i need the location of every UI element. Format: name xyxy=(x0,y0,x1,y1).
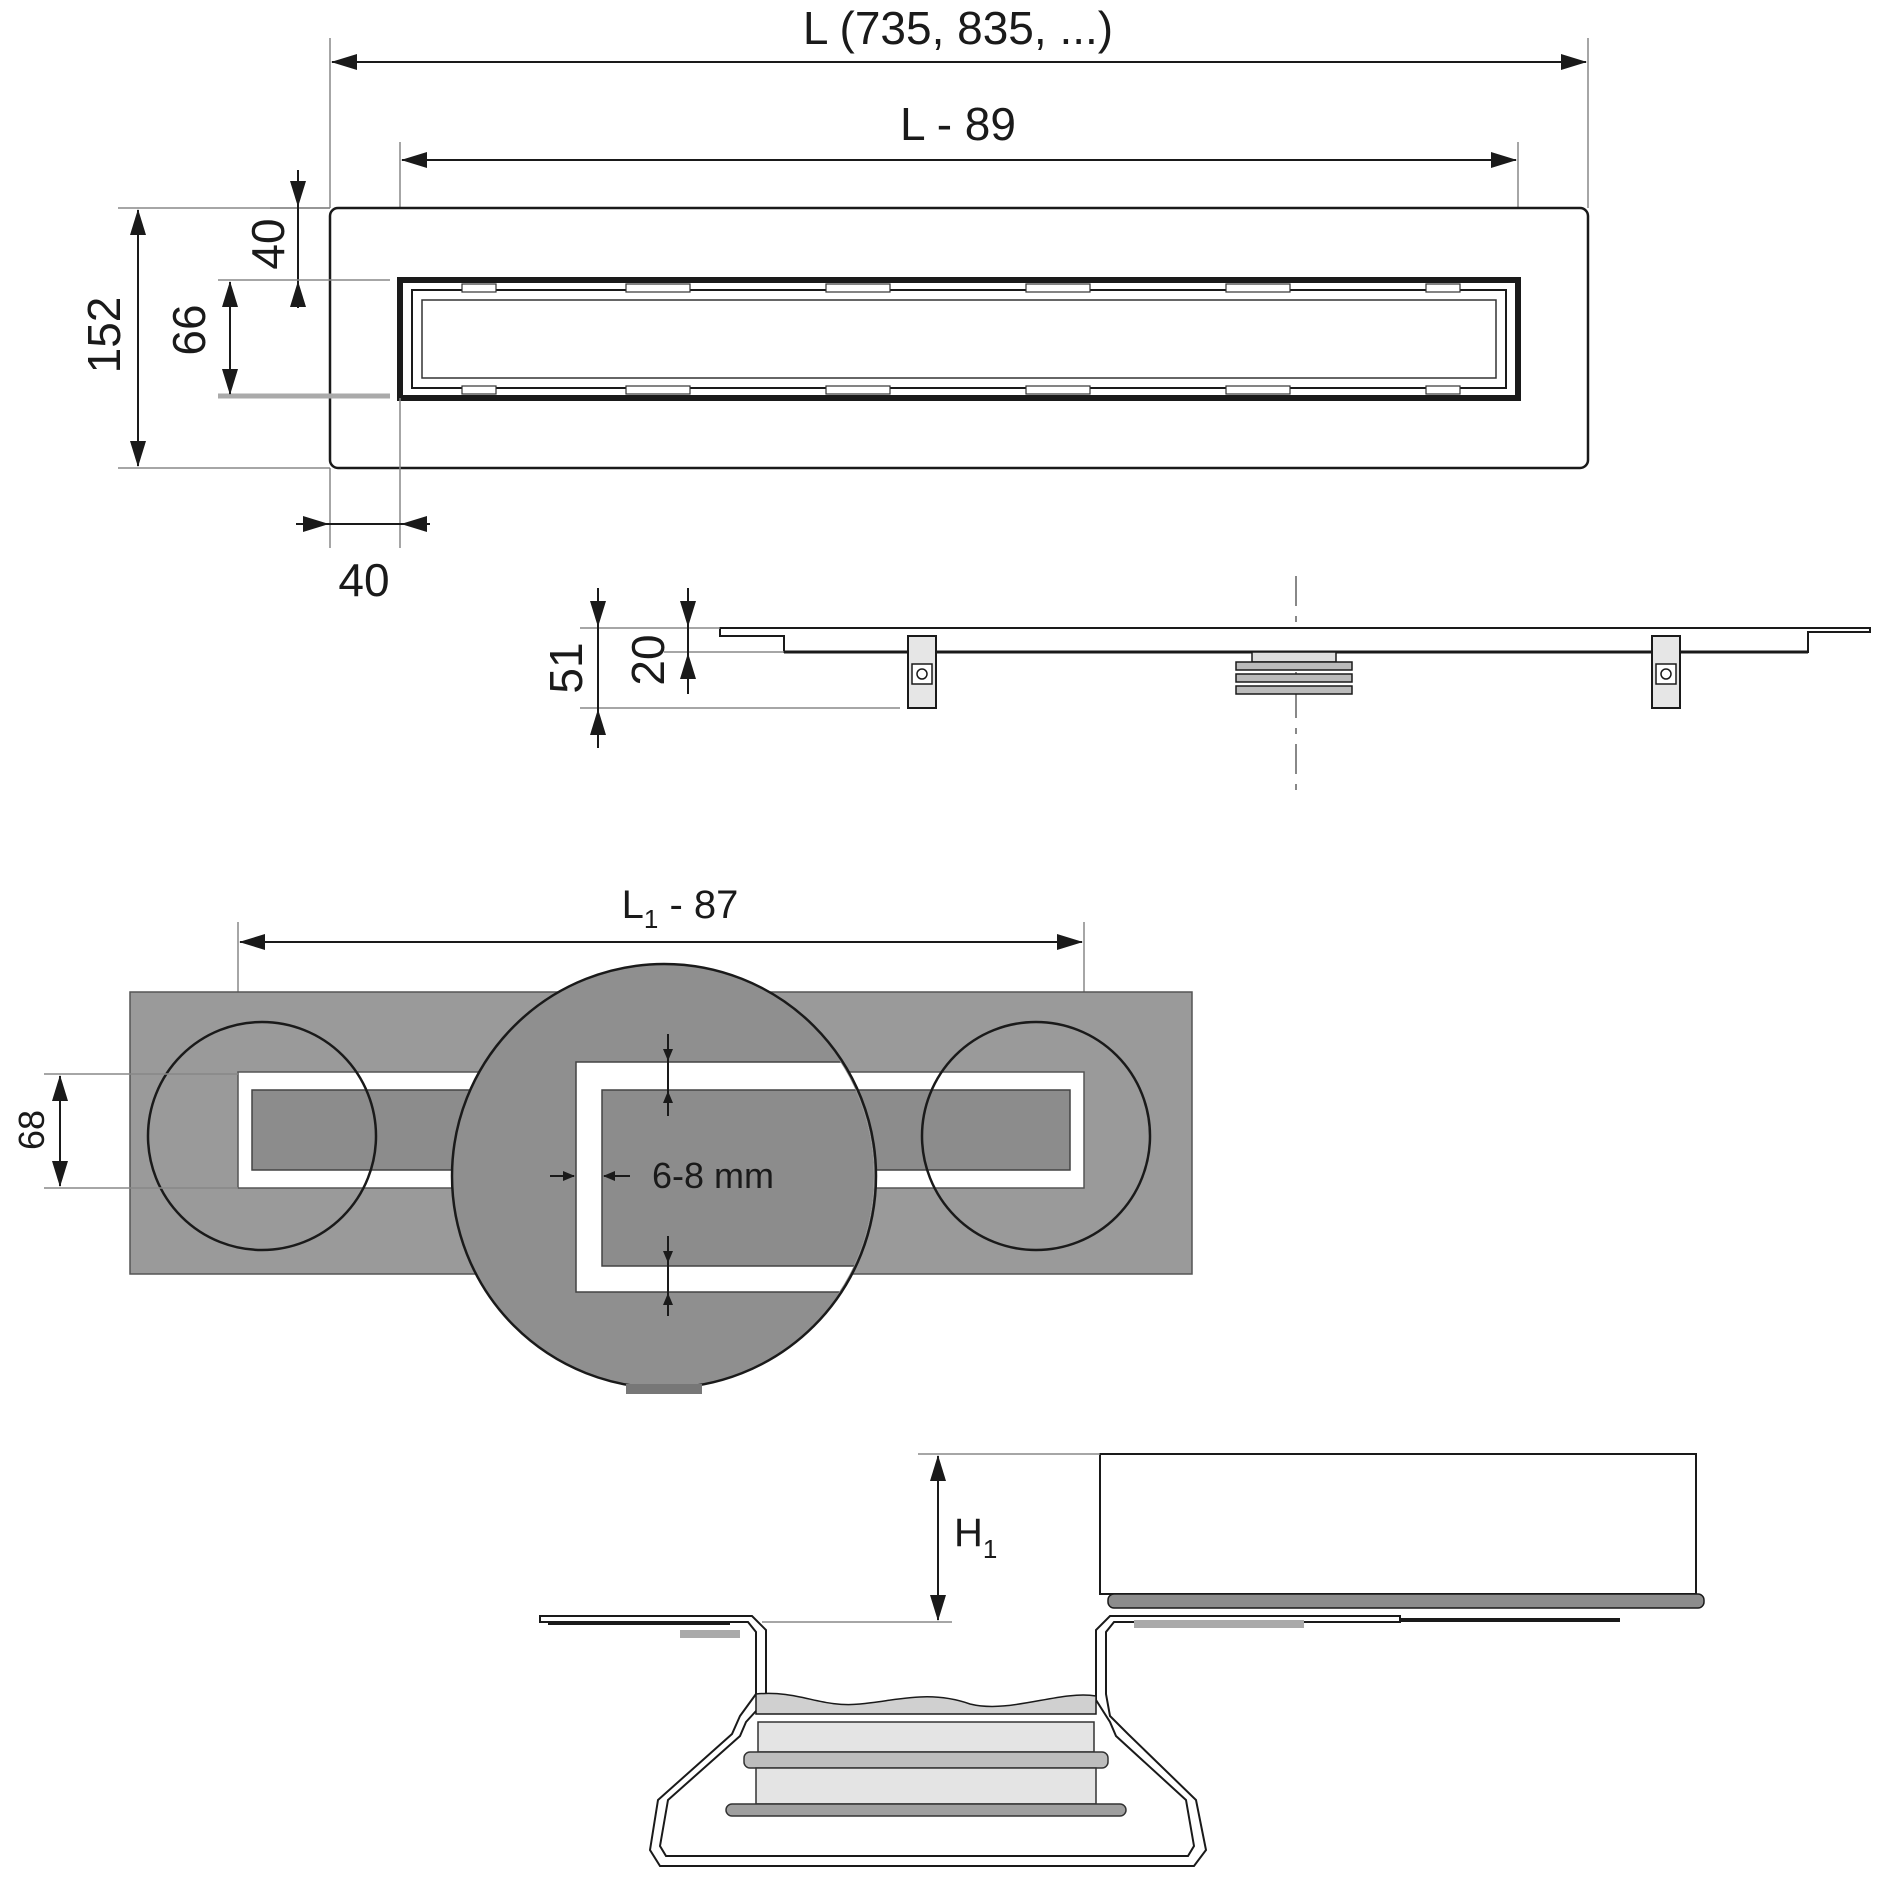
siphon-ring xyxy=(743,1751,1109,1769)
tile-adhesive-layer xyxy=(1107,1593,1705,1609)
grate-detail: L1 - 87 6-8 mm 68 xyxy=(11,883,1193,1394)
side-view: 51 20 xyxy=(540,576,1871,800)
drain-outlet xyxy=(1235,651,1353,695)
magnified-grate xyxy=(601,1089,874,1267)
side-offset-label: 40 xyxy=(338,554,389,606)
flange-left-shadow xyxy=(680,1630,740,1638)
drain-slot-inner-edge xyxy=(411,289,1507,389)
adjustable-leg-right xyxy=(1651,635,1681,709)
gap-label: 6-8 mm xyxy=(652,1155,774,1196)
siphon-base-ring xyxy=(725,1803,1127,1817)
inner-length-label: L - 89 xyxy=(900,98,1016,150)
flange-right-shadow xyxy=(1134,1620,1304,1628)
side-flange xyxy=(719,627,1871,653)
drain-channel-profile xyxy=(539,1615,1401,1867)
section-view: H1 xyxy=(539,1453,1705,1867)
grate-length-label: L1 - 87 xyxy=(622,883,739,934)
detail-circle-shadow xyxy=(626,1384,702,1394)
slot-width-label: 66 xyxy=(163,304,215,355)
grate-top-surface xyxy=(755,1692,1097,1715)
floor-tile xyxy=(1099,1453,1697,1595)
total-length-label: L (735, 835, ...) xyxy=(803,2,1113,54)
top-offset-label: 40 xyxy=(242,218,294,269)
slot-clips xyxy=(461,283,1461,395)
detail-circle-left xyxy=(146,1020,378,1252)
grate-width-label: 68 xyxy=(11,1110,52,1150)
siphon-insert-top xyxy=(757,1721,1095,1753)
top-view: L (735, 835, ...) L - 89 152 40 xyxy=(78,2,1590,606)
total-height-label: 51 xyxy=(540,642,592,693)
adjustable-leg-left xyxy=(907,635,937,709)
drain-grate xyxy=(421,299,1497,379)
flange-height-label: 20 xyxy=(622,634,674,685)
siphon-insert-bottom xyxy=(755,1767,1097,1805)
detail-circle-right xyxy=(920,1020,1152,1252)
height-label: 152 xyxy=(78,297,130,374)
section-height-label: H1 xyxy=(954,1511,997,1564)
